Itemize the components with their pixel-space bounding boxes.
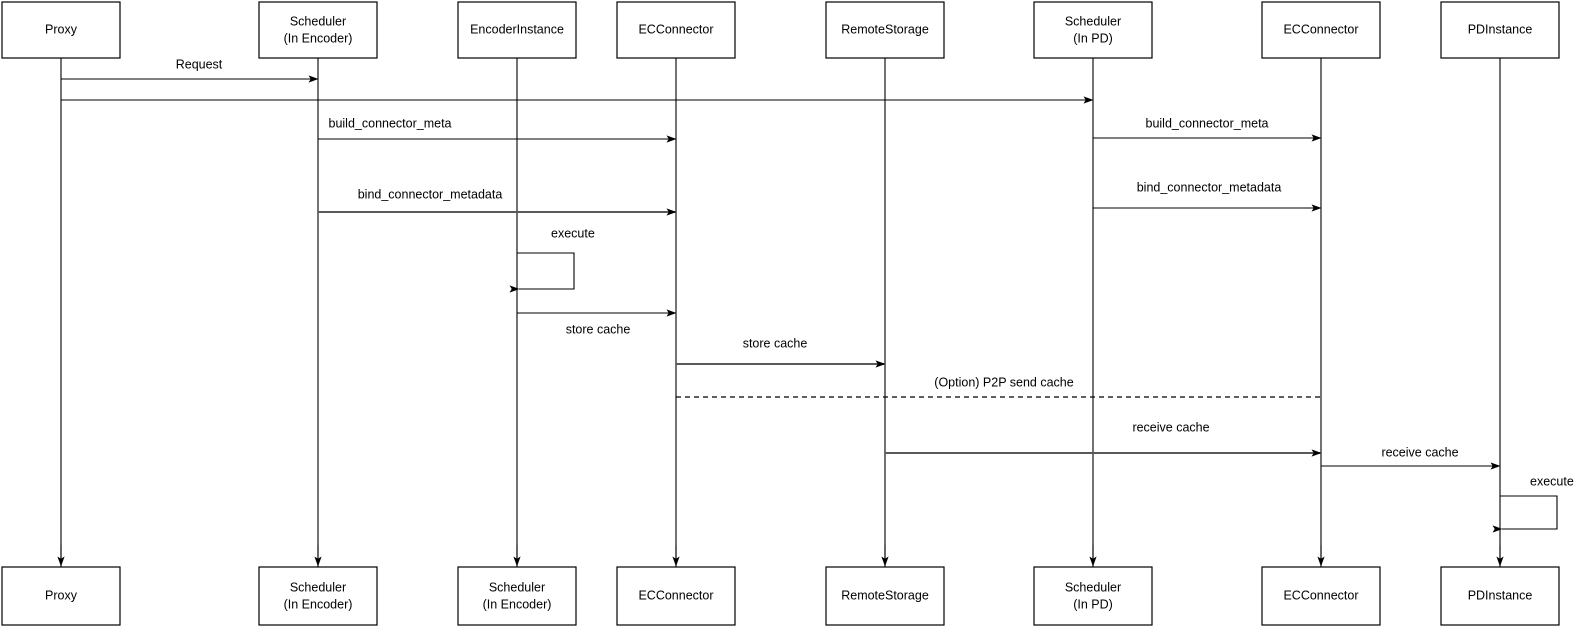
message-label-store-cache-left-label: store cache	[566, 322, 631, 336]
participant-sublabel-bottom-sched_enc: (In Encoder)	[284, 597, 353, 611]
message-label-m8: store cache	[743, 336, 808, 350]
message-label-m5: bind_connector_metadata	[358, 187, 503, 201]
self-call-pd-execute	[1492, 495, 1558, 533]
participant-box-top-ecc_left[interactable]	[616, 1, 736, 59]
message-label-m9: receive cache	[1132, 420, 1209, 434]
message-label-m6: bind_connector_metadata	[1137, 180, 1282, 194]
participant-box-top-sched_pd[interactable]	[1033, 1, 1153, 59]
participant-label-bottom-pd_inst: PDInstance	[1468, 588, 1533, 602]
participant-box-top-sched_enc[interactable]	[258, 1, 378, 59]
self-call-label-pd-execute: execute	[1530, 474, 1574, 488]
participant-box-top-remote[interactable]	[825, 1, 945, 59]
participant-box-top-proxy[interactable]	[1, 1, 121, 59]
participant-label-bottom-encoder_inst: Scheduler	[489, 580, 545, 594]
participant-label-top-sched_enc: Scheduler	[290, 14, 346, 28]
participant-label-top-proxy: Proxy	[45, 22, 78, 36]
self-call-encoder-execute	[509, 252, 575, 293]
participant-label-bottom-sched_enc: Scheduler	[290, 580, 346, 594]
participant-sublabel-bottom-sched_pd: (In PD)	[1073, 597, 1113, 611]
participant-label-bottom-proxy: Proxy	[45, 588, 78, 602]
participant-sublabel-top-sched_pd: (In PD)	[1073, 31, 1113, 45]
messages-layer: Request build_connector_meta build_connect…	[61, 57, 1501, 470]
participant-label-top-ecc_right: ECConnector	[1283, 22, 1358, 36]
participant-label-top-pd_inst: PDInstance	[1468, 22, 1533, 36]
participant-label-bottom-remote: RemoteStorage	[841, 588, 929, 602]
participant-sublabel-top-sched_enc: (In Encoder)	[284, 31, 353, 45]
message-label-m1: Request	[176, 57, 223, 71]
participant-box-bottom-proxy[interactable]	[1, 566, 121, 626]
participant-label-bottom-ecc_right: ECConnector	[1283, 588, 1358, 602]
participant-sublabel-bottom-encoder_inst: (In Encoder)	[483, 597, 552, 611]
self-call-label-encoder-execute: execute	[551, 226, 595, 240]
message-label-p2p: (Option) P2P send cache	[934, 375, 1073, 389]
participant-label-bottom-sched_pd: Scheduler	[1065, 580, 1121, 594]
participant-label-bottom-ecc_left: ECConnector	[638, 588, 713, 602]
participant-box-bottom-ecc_left[interactable]	[616, 566, 736, 626]
participant-box-top-ecc_right[interactable]	[1261, 1, 1381, 59]
participant-box-bottom-pd_inst[interactable]	[1440, 566, 1560, 626]
participant-label-top-sched_pd: Scheduler	[1065, 14, 1121, 28]
participant-box-top-encoder_inst[interactable]	[457, 1, 577, 59]
self-calls-layer: execute execute	[509, 226, 1574, 533]
participant-box-bottom-sched_pd[interactable]	[1033, 566, 1153, 626]
message-label-m4: build_connector_meta	[1146, 116, 1269, 130]
participant-box-bottom-ecc_right[interactable]	[1261, 566, 1381, 626]
participant-box-bottom-encoder_inst[interactable]	[457, 566, 577, 626]
participant-label-top-remote: RemoteStorage	[841, 22, 929, 36]
participant-box-top-pd_inst[interactable]	[1440, 1, 1560, 59]
participant-box-bottom-remote[interactable]	[825, 566, 945, 626]
participant-label-top-encoder_inst: EncoderInstance	[470, 22, 564, 36]
message-label-m10: receive cache	[1381, 445, 1458, 459]
message-label-m3: build_connector_meta	[329, 116, 452, 130]
lifelines-layer	[57, 58, 1504, 567]
participant-box-bottom-sched_enc[interactable]	[258, 566, 378, 626]
participant-label-top-ecc_left: ECConnector	[638, 22, 713, 36]
